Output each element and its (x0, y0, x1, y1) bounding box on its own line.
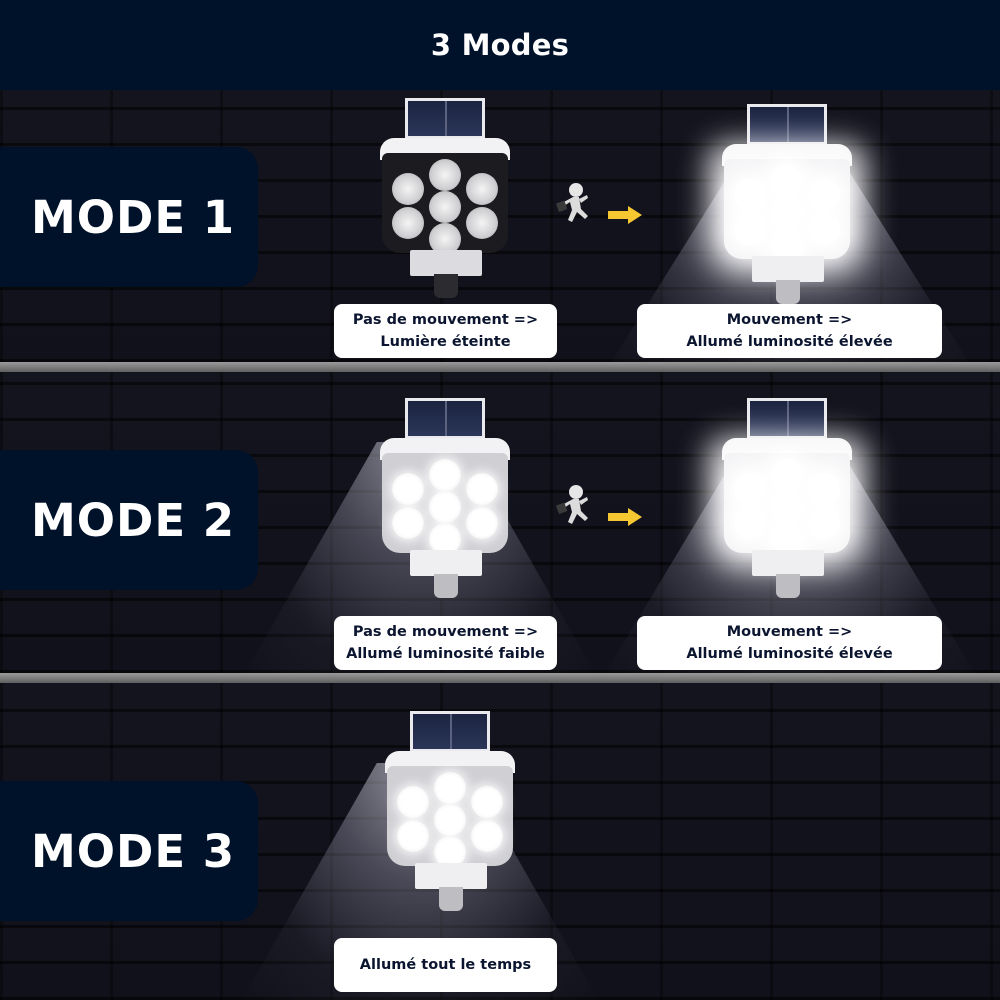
mode-1-label-card: MODE 1 (0, 147, 258, 287)
caption-line-1: Pas de mouvement => (352, 312, 539, 328)
caption-line-2: Allumé luminosité faible (346, 646, 545, 662)
mode-3-label: MODE 3 (31, 824, 236, 878)
section-divider (0, 673, 1000, 683)
caption-line-1: Mouvement => (726, 624, 853, 640)
solar-lamp-dim (370, 398, 520, 598)
caption-line-2: Allumé luminosité élevée (686, 334, 893, 350)
running-person-icon (556, 485, 588, 524)
mode-3-caption: Allumé tout le temps (334, 938, 557, 992)
solar-lamp-off (370, 98, 520, 298)
mode-1-caption-motion: Mouvement => Allumé luminosité élevée (637, 304, 942, 358)
solar-lamp-always-on (375, 711, 525, 911)
header-banner: 3 Modes (0, 0, 1000, 90)
caption-line-2: Lumière éteinte (380, 334, 511, 350)
mode-3-label-card: MODE 3 (0, 781, 258, 921)
mode-2-caption-no-motion: Pas de mouvement => Allumé luminosité fa… (334, 616, 557, 670)
solar-lamp-bright (712, 104, 862, 304)
mode-2-label: MODE 2 (31, 493, 236, 547)
caption-line-2: Allumé luminosité élevée (686, 646, 893, 662)
section-divider (0, 362, 1000, 372)
caption-line-1: Allumé tout le temps (359, 957, 532, 973)
arrow-right-icon (608, 206, 642, 224)
mode-1-label: MODE 1 (31, 190, 236, 244)
running-person-icon (556, 183, 588, 222)
page-title: 3 Modes (430, 28, 570, 62)
mode-1-caption-no-motion: Pas de mouvement => Lumière éteinte (334, 304, 557, 358)
arrow-right-icon (608, 508, 642, 526)
solar-lamp-bright (712, 398, 862, 598)
mode-2-label-card: MODE 2 (0, 450, 258, 590)
caption-line-1: Mouvement => (726, 312, 853, 328)
mode-2-caption-motion: Mouvement => Allumé luminosité élevée (637, 616, 942, 670)
mode-3-panel: MODE 3 Allumé tout le temps (0, 683, 1000, 1000)
caption-line-1: Pas de mouvement => (352, 624, 539, 640)
mode-1-panel: MODE 1 (0, 90, 1000, 362)
mode-2-panel: MODE 2 (0, 372, 1000, 673)
